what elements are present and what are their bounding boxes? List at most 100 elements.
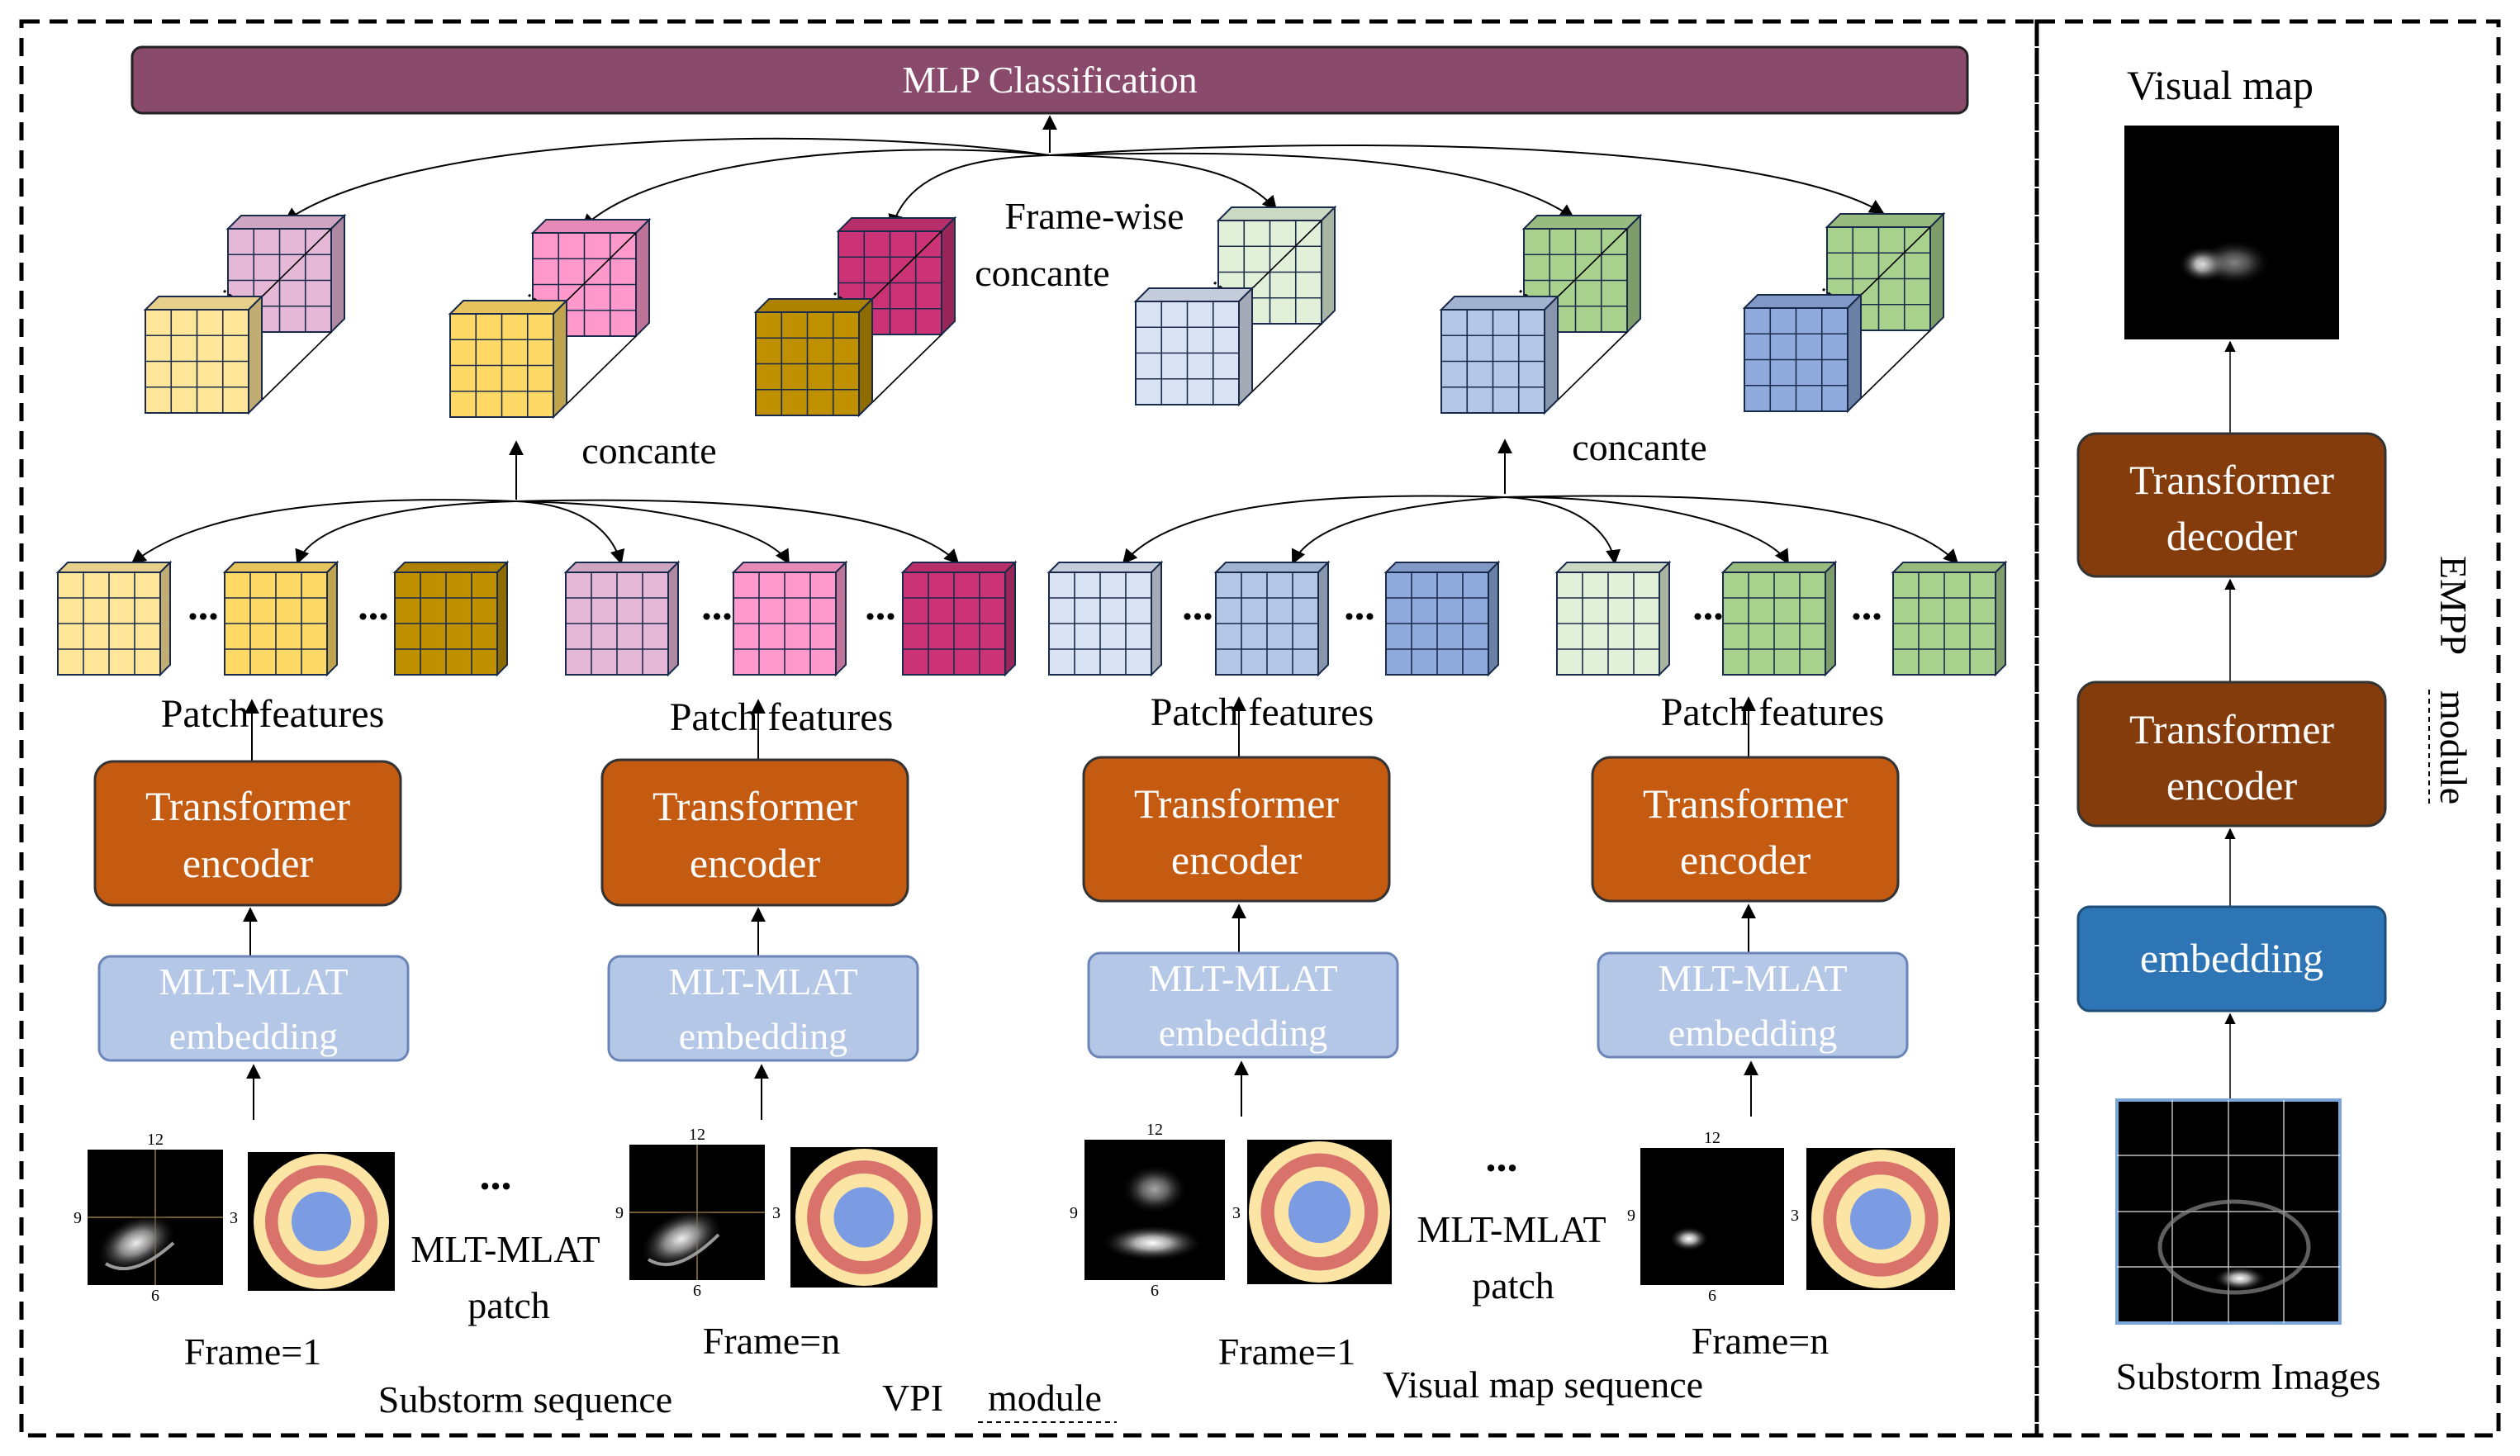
empp-embedding-label: embedding [2140, 935, 2323, 981]
visual-map-image [2124, 126, 2339, 339]
patch-feature-cube [1046, 560, 1164, 677]
patch-ellipsis: ... [358, 582, 389, 628]
front-feature-cube [1133, 286, 1255, 407]
mlt-mlat-patch-map [790, 1147, 937, 1288]
empp-transformer-encoder-line2: encoder [2166, 762, 2298, 809]
concat-label-right: concante [1572, 426, 1706, 468]
concatenated-cube-pair [143, 213, 347, 415]
transformer-decoder-box [2076, 432, 2387, 578]
patch-feature-cube [222, 560, 339, 677]
substorm-sequence-label: Substorm sequence [378, 1378, 672, 1420]
patch-feature-cube [1213, 560, 1331, 677]
mlt-mlat-patch-line1: MLT-MLAT [1417, 1208, 1606, 1250]
patch-features-label: Patch features [670, 695, 894, 739]
patch-ellipsis: ... [1851, 582, 1882, 628]
transformer-encoder-box [93, 760, 402, 907]
mlt-mlat-patch-line2: patch [467, 1284, 550, 1326]
clock-label-3: 3 [1232, 1204, 1241, 1222]
patch-feature-cube [731, 560, 848, 677]
mlt-mlat-patch-map [248, 1152, 395, 1291]
back-feature-cube [836, 216, 957, 337]
front-feature-cube [143, 294, 264, 415]
transformer-encoder-line2: encoder [183, 840, 314, 886]
framewise-distribution-arcs [283, 137, 1885, 230]
patch-feature-cubes [55, 560, 2008, 677]
transformer-decoder-line2: decoder [2166, 513, 2298, 559]
mlt-mlat-embedding-line2: embedding [169, 1015, 338, 1057]
frame-label: Frame=1 [1218, 1330, 1355, 1373]
front-feature-cube [1742, 292, 1863, 414]
mlt-mlat-embedding-line2: embedding [1668, 1012, 1837, 1054]
clock-label-12: 12 [1146, 1121, 1163, 1139]
concatenated-cube-pair [753, 216, 957, 418]
mlt-mlat-embedding-line1: MLT-MLAT [1658, 957, 1847, 999]
mlt-mlat-embedding-line1: MLT-MLAT [668, 960, 857, 1003]
transformer-encoder-line1: Transformer [145, 783, 350, 829]
empp-transformer-encoder-box [2076, 681, 2387, 828]
mlt-mlat-embedding-box [1087, 951, 1399, 1059]
transformer-encoder-line2: encoder [1171, 837, 1303, 883]
aurora-frame-substorm-1: 12 3 6 9 [74, 1131, 238, 1305]
mlt-mlat-embedding-box [97, 955, 410, 1062]
frame-label: Frame=n [1692, 1320, 1829, 1362]
pipeline-column-substorm-frame-1: Patch features Transformer encoder MLT-M… [93, 692, 410, 1120]
framewise-label-line1: Frame-wise [1004, 195, 1184, 237]
patch-feature-cube [900, 560, 1018, 677]
patch-distribution-arcs [131, 495, 1959, 565]
frame-label: Frame=1 [184, 1330, 321, 1373]
transformer-encoder-line1: Transformer [1643, 780, 1848, 827]
transformer-encoder-box [1591, 756, 1900, 903]
clock-label-12: 12 [1704, 1129, 1720, 1147]
clock-label-6: 6 [1151, 1282, 1159, 1300]
pipeline-column-visual-frame-1: Patch features Transformer encoder MLT-M… [1082, 690, 1399, 1117]
mlt-mlat-embedding-line1: MLT-MLAT [159, 960, 348, 1003]
clock-label-9: 9 [615, 1204, 624, 1222]
concatenated-feature-cubes [143, 205, 1946, 420]
patch-feature-cube [1383, 560, 1501, 677]
transformer-encoder-line1: Transformer [1134, 780, 1339, 827]
clock-label-3: 3 [1791, 1207, 1799, 1225]
mlt-mlat-patch-line2: patch [1472, 1264, 1554, 1307]
concatenated-cube-pair [1742, 211, 1946, 414]
empp-transformer-encoder-line1: Transformer [2129, 706, 2334, 752]
patch-feature-cube [563, 560, 681, 677]
frames-ellipsis: ... [480, 1152, 512, 1199]
mlp-classification-label: MLP Classification [902, 59, 1197, 101]
patch-features-label: Patch features [161, 692, 385, 736]
patch-feature-cube [1891, 560, 2008, 677]
visual-map-frame-1: 12 3 6 9 [1070, 1121, 1241, 1300]
front-feature-cube [753, 296, 875, 418]
frames-ellipsis: ... [1486, 1134, 1518, 1181]
transformer-encoder-line2: encoder [690, 840, 821, 886]
transformer-encoder-box [600, 758, 909, 907]
transformer-encoder-line1: Transformer [653, 783, 857, 829]
pipeline-column-visual-frame-n: Patch features Transformer encoder MLT-M… [1591, 690, 1909, 1117]
frame-label: Frame=n [703, 1320, 840, 1362]
mlt-mlat-patch-line1: MLT-MLAT [411, 1228, 600, 1270]
patch-ellipsis: ... [1692, 582, 1724, 628]
mlt-mlat-embedding-line1: MLT-MLAT [1148, 957, 1337, 999]
vpi-module-frame [19, 19, 2039, 1438]
mlt-mlat-embedding-line2: embedding [679, 1015, 847, 1057]
visual-map-frame-n: 12 3 6 9 [1627, 1129, 1799, 1305]
clock-label-9: 9 [74, 1209, 82, 1227]
clock-label-12: 12 [689, 1126, 705, 1144]
clock-label-9: 9 [1070, 1204, 1078, 1222]
clock-label-6: 6 [1708, 1287, 1716, 1305]
visual-map-sequence-label: Visual map sequence [1383, 1364, 1703, 1406]
patch-ellipsis: ... [187, 582, 219, 628]
aurora-frame-substorm-n: 12 3 6 9 [615, 1126, 781, 1300]
vpi-module-word: module [988, 1377, 1102, 1419]
vpi-module-prefix: VPI [882, 1377, 943, 1419]
concatenated-cube-pair [1133, 205, 1337, 407]
substorm-images-label: Substorm Images [2116, 1355, 2381, 1397]
mlt-mlat-embedding-line2: embedding [1159, 1012, 1327, 1054]
clock-label-3: 3 [230, 1209, 238, 1227]
patch-feature-cube [1720, 560, 1838, 677]
transformer-encoder-box [1082, 756, 1391, 903]
patch-feature-cube [1554, 560, 1672, 677]
patch-ellipsis: ... [865, 582, 896, 628]
front-feature-cube [1439, 294, 1560, 415]
clock-label-6: 6 [151, 1287, 159, 1305]
patch-feature-cube [55, 560, 173, 677]
